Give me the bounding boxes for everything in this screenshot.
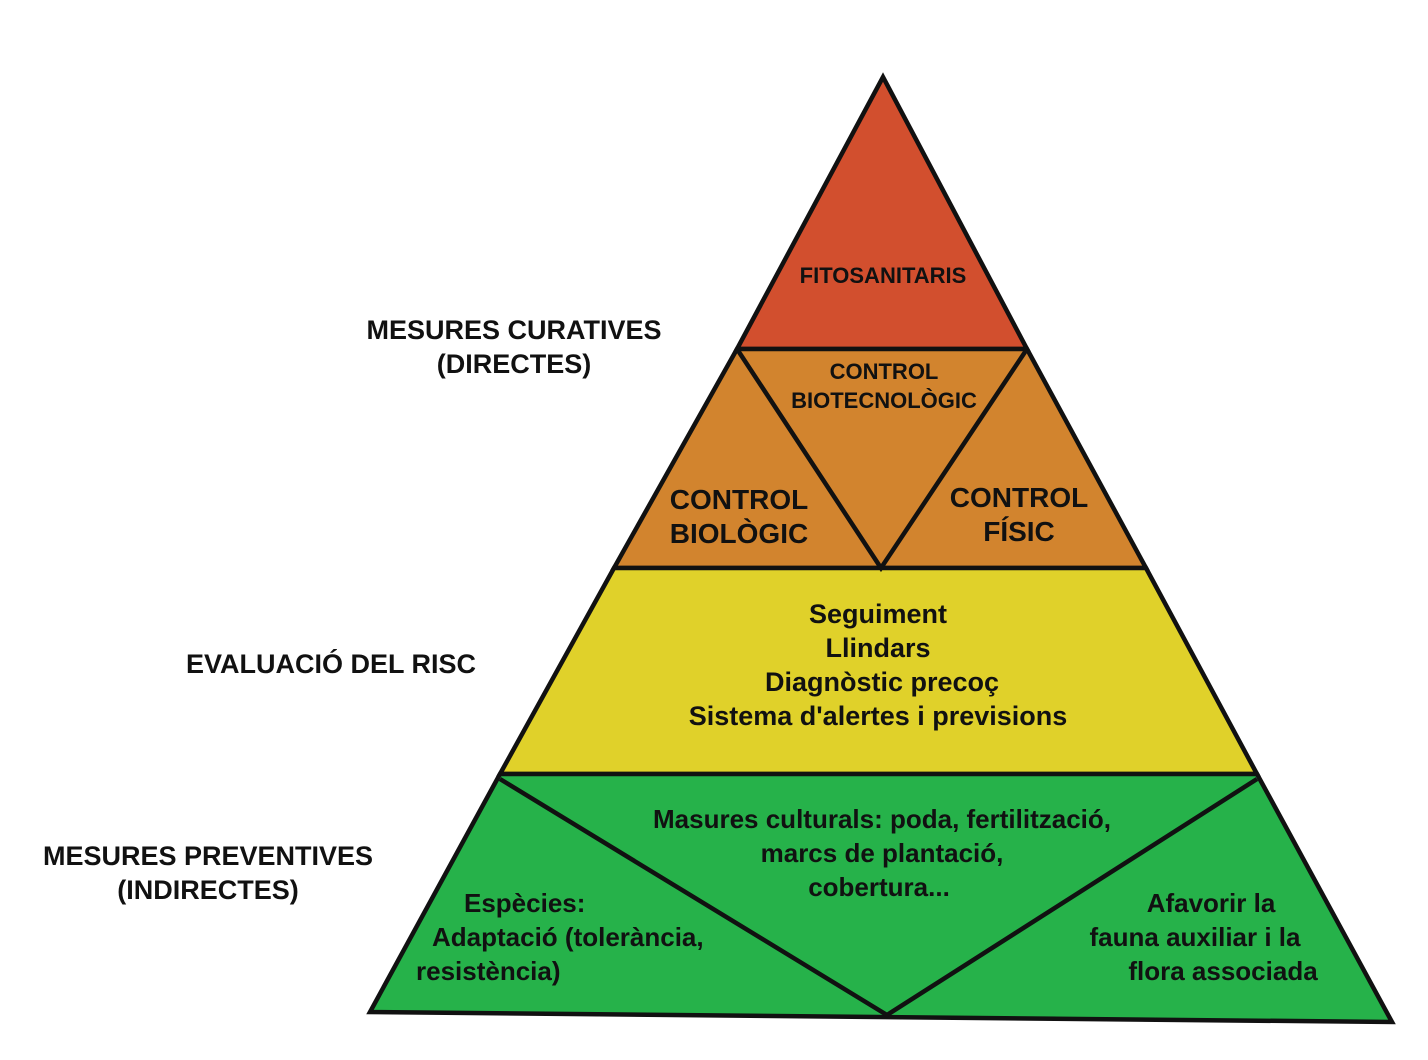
risc-measures-list: Seguiment Llindars Diagnòstic precoç Sis… bbox=[636, 597, 1120, 733]
biologic-line2: BIOLÒGIC bbox=[669, 518, 809, 549]
especies-line1: Espècies: bbox=[464, 888, 586, 918]
control-fisic-label: CONTROL FÍSIC bbox=[922, 481, 1116, 549]
label-preventives-line1: MESURES PREVENTIVES bbox=[42, 841, 374, 871]
culturals-line1: Masures culturals: poda, fertilització, bbox=[653, 804, 1111, 834]
risc-item-seguiment: Seguiment bbox=[808, 599, 948, 629]
biologic-line1: CONTROL bbox=[669, 484, 809, 515]
tier-green-shape bbox=[366, 771, 1396, 1025]
label-risc-line1: EVALUACIÓ DEL RISC bbox=[185, 649, 477, 679]
control-biologic-label: CONTROL BIOLÒGIC bbox=[645, 483, 833, 551]
label-curatives-line2: (DIRECTES) bbox=[436, 349, 592, 379]
label-curatives-line1: MESURES CURATIVES bbox=[366, 315, 662, 345]
fisic-line2: FÍSIC bbox=[983, 516, 1055, 547]
especies-line3: resistència) bbox=[416, 956, 561, 986]
fauna-line2: fauna auxiliar i la bbox=[1089, 922, 1301, 952]
inverted-triangle-orange bbox=[735, 347, 1029, 573]
label-preventives-line2: (INDIRECTES) bbox=[117, 875, 299, 905]
label-mesures-preventives: MESURES PREVENTIVES (INDIRECTES) bbox=[20, 839, 396, 907]
risc-item-diagnostic: Diagnòstic precoç bbox=[764, 667, 1000, 697]
tier-fitosanitaris-label: FITOSANITARIS bbox=[763, 263, 1003, 289]
especies-label: Espècies: Adaptació (tolerància, resistè… bbox=[414, 886, 748, 988]
biotecnologic-line1: CONTROL bbox=[829, 359, 939, 384]
especies-line2: Adaptació (tolerància, bbox=[432, 922, 704, 952]
fauna-line1: Afavorir la bbox=[1146, 888, 1276, 918]
fisic-line1: CONTROL bbox=[949, 482, 1089, 513]
label-mesures-curatives: MESURES CURATIVES (DIRECTES) bbox=[346, 313, 682, 381]
biotecnologic-line2: BIOTECNOLÒGIC bbox=[791, 388, 977, 413]
tier-fitosanitaris-shape bbox=[733, 72, 1031, 352]
culturals-line2: marcs de plantació, bbox=[760, 838, 1004, 868]
risc-item-llindars: Llindars bbox=[825, 633, 931, 663]
mesures-culturals-label: Masures culturals: poda, fertilització, … bbox=[602, 802, 1162, 904]
fauna-auxiliar-label: Afavorir la fauna auxiliar i la flora as… bbox=[1068, 886, 1354, 988]
culturals-line3: cobertura... bbox=[808, 872, 950, 902]
fitosanitaris-text: FITOSANITARIS bbox=[799, 263, 967, 288]
control-biotecnologic-label: CONTROL BIOTECNOLÒGIC bbox=[764, 357, 1004, 415]
risc-item-alertes: Sistema d'alertes i previsions bbox=[688, 701, 1068, 731]
inverted-triangle-green bbox=[498, 777, 1259, 1018]
fauna-line3: flora associada bbox=[1128, 956, 1318, 986]
label-evaluacio-risc: EVALUACIÓ DEL RISC bbox=[166, 647, 496, 681]
